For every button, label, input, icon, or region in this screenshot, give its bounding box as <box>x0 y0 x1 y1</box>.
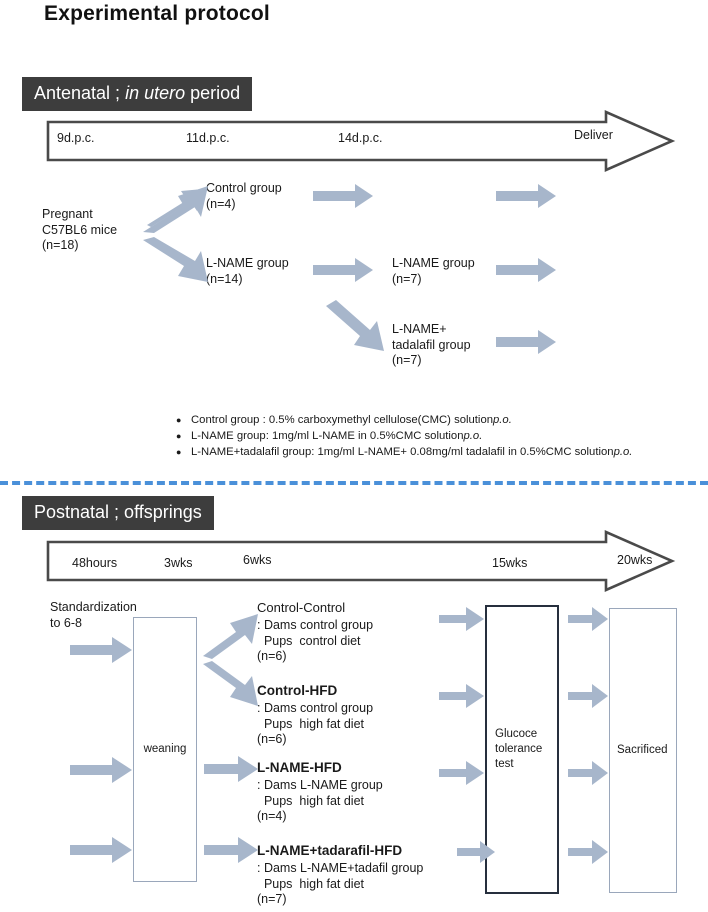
bullet-text-italic: p.o. <box>463 430 483 442</box>
group-3-title: L-NAME+tadarafil-HFD <box>257 843 403 858</box>
antenatal-tick-1: 11d.p.c. <box>186 131 230 145</box>
glucose-tolerance-test-box: Glucoce tolerance test <box>485 605 559 894</box>
bullet-item: ● L-NAME group: 1mg/ml L-NAME in 0.5%CMC… <box>176 428 632 444</box>
antenatal-tick-0: 9d.p.c. <box>57 131 95 145</box>
group-1-detail: : Dams control group Pups high fat diet … <box>257 701 374 746</box>
weaning-box-label: weaning <box>143 743 187 755</box>
bullet-text-italic: p.o. <box>493 414 512 426</box>
arrow-gtt-to-sacrificed-2 <box>568 684 608 708</box>
bullet-text: Control group : 0.5% carboxymethyl cellu… <box>191 414 494 426</box>
weaning-box: weaning <box>133 617 197 882</box>
arrow-weaning-to-control-hfd <box>203 661 258 706</box>
antenatal-dosing-bullets: ● Control group : 0.5% carboxymethyl cel… <box>176 412 632 460</box>
group-0-detail: : Dams control group Pups control diet (… <box>257 618 374 663</box>
node-lname-tadalafil-group-7: L-NAME+ tadalafil group (n=7) <box>392 322 471 367</box>
arrow-group1-to-gtt <box>439 684 484 708</box>
antenatal-branch-arrows <box>143 186 208 282</box>
arrow-lname-row-2 <box>496 258 556 282</box>
postnatal-tick-4: 20wks <box>617 553 653 567</box>
postnatal-timeline-arrow <box>46 530 676 592</box>
section-divider <box>0 481 708 485</box>
bullet-dot-icon: ● <box>176 431 182 441</box>
bullet-text: L-NAME+tadalafil group: 1mg/ml L-NAME+ 0… <box>191 446 614 458</box>
arrow-lname-tadalafil-row <box>496 330 556 354</box>
sacrificed-box: Sacrificed <box>609 608 677 893</box>
arrow-to-lname-tadalafil <box>326 300 384 351</box>
arrow-lname-row-1 <box>313 258 373 282</box>
antenatal-section-banner: Antenatal ; in utero period <box>22 77 253 111</box>
arrow-weaning-to-lname-tadarafil-hfd <box>204 837 258 863</box>
node-lname-group-7: L-NAME group (n=7) <box>392 256 475 286</box>
node-control-group: Control group (n=4) <box>206 181 282 211</box>
arrow-group0-to-gtt <box>439 607 484 631</box>
arrow-group2-to-gtt <box>439 761 484 785</box>
group-0-title: Control-Control <box>257 600 346 615</box>
arrow-inflow-3 <box>70 837 132 863</box>
bullet-text-italic: p.o. <box>613 446 633 458</box>
node-pregnant-mice: Pregnant C57BL6 mice (n=18) <box>42 207 118 252</box>
arrow-inflow-2 <box>70 757 132 783</box>
group-3-detail: : Dams L-NAME+tadafil group Pups high fa… <box>257 861 424 906</box>
bullet-item: ● L-NAME+tadalafil group: 1mg/ml L-NAME+… <box>176 444 632 460</box>
bullet-dot-icon: ● <box>176 415 182 425</box>
arrow-gtt-to-sacrificed-4 <box>568 840 608 864</box>
arrow-weaning-to-lname-hfd <box>204 756 258 782</box>
group-1-title: Control-HFD <box>257 683 338 698</box>
node-lname-group-14: L-NAME group (n=14) <box>206 256 289 286</box>
page-title: Experimental protocol <box>44 2 270 25</box>
postnatal-tick-1: 3wks <box>164 556 193 570</box>
antenatal-timeline-arrow <box>46 110 676 172</box>
bullet-text: L-NAME group: 1mg/ml L-NAME in 0.5%CMC s… <box>191 430 464 442</box>
antenatal-banner-italic: in utero <box>125 83 186 103</box>
group-2-detail: : Dams L-NAME group Pups high fat diet (… <box>257 778 383 823</box>
glucose-tolerance-test-label: Glucoce tolerance test <box>495 728 543 770</box>
arrow-gtt-to-sacrificed-1 <box>568 607 608 631</box>
arrow-to-control-group <box>147 189 203 227</box>
antenatal-tick-2: 14d.p.c. <box>338 131 383 145</box>
arrow-inflow-1 <box>70 637 132 663</box>
arrow-control-row-2 <box>496 184 556 208</box>
antenatal-banner-suffix: period <box>185 83 241 103</box>
postnatal-section-banner: Postnatal ; offsprings <box>22 496 214 530</box>
sacrificed-label: Sacrificed <box>617 744 668 756</box>
node-standardization: Standardization to 6-8 <box>50 600 137 630</box>
arrow-gtt-to-sacrificed-3 <box>568 761 608 785</box>
postnatal-tick-2: 6wks <box>243 553 272 567</box>
bullet-item: ● Control group : 0.5% carboxymethyl cel… <box>176 412 632 428</box>
arrow-control-row-1 <box>313 184 373 208</box>
antenatal-banner-prefix: Antenatal ; <box>34 83 126 103</box>
group-2-title: L-NAME-HFD <box>257 760 342 775</box>
postnatal-tick-3: 15wks <box>492 556 528 570</box>
bullet-dot-icon: ● <box>176 447 182 457</box>
postnatal-tick-0: 48hours <box>72 556 118 570</box>
antenatal-tick-3: Deliver <box>574 128 613 142</box>
arrow-weaning-to-control-control <box>203 614 258 659</box>
